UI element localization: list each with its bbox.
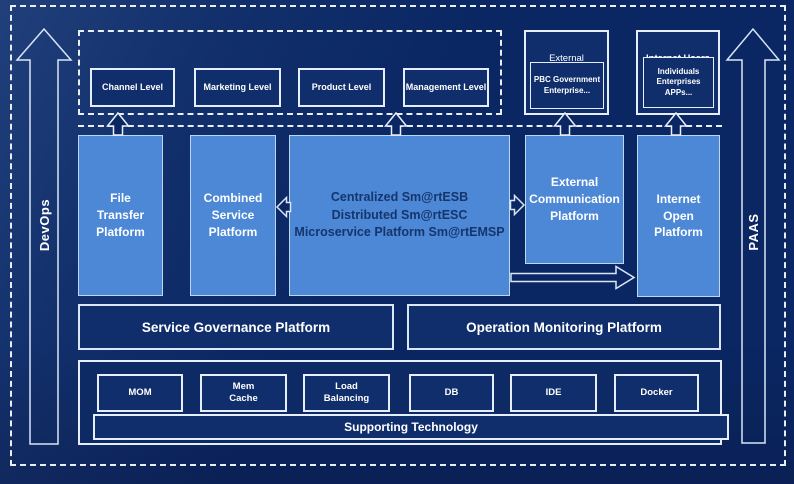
operation-monitoring-platform: Operation Monitoring Platform — [407, 304, 721, 350]
outer-dashed-border — [10, 5, 786, 466]
internet-open-platform: Internet Open Platform — [637, 135, 720, 297]
levels-dashed-group — [78, 30, 502, 115]
external-communication-platform: External Communication Platform — [525, 135, 624, 264]
internet-users-members: Individuals Enterprises APPs... — [643, 57, 714, 108]
layer-separator-dashed-line — [78, 125, 722, 127]
channel-level-box: Channel Level — [90, 68, 175, 107]
product-level-box: Product Level — [298, 68, 385, 107]
service-governance-platform: Service Governance Platform — [78, 304, 394, 350]
esb-core-platform: Centralized Sm@rtESB Distributed Sm@rtES… — [289, 135, 510, 296]
tech-box-docker: Docker — [614, 374, 699, 412]
paas-rail-label: PAAS — [745, 213, 761, 251]
devops-rail-label: DevOps — [36, 198, 52, 252]
file-transfer-platform: File Transfer Platform — [78, 135, 163, 296]
tech-box-mom: MOM — [97, 374, 183, 412]
marketing-level-box: Marketing Level — [194, 68, 281, 107]
external-cooperation-members: PBC Government Enterprise... — [530, 62, 604, 109]
tech-box-db: DB — [409, 374, 494, 412]
tech-box-load-balancing: Load Balancing — [303, 374, 390, 412]
combined-service-platform: Combined Service Platform — [190, 135, 276, 296]
tech-box-ide: IDE — [510, 374, 597, 412]
management-level-box: Management Level — [403, 68, 489, 107]
tech-box-mem-cache: Mem Cache — [200, 374, 287, 412]
supporting-technology-bar: Supporting Technology — [93, 414, 729, 440]
